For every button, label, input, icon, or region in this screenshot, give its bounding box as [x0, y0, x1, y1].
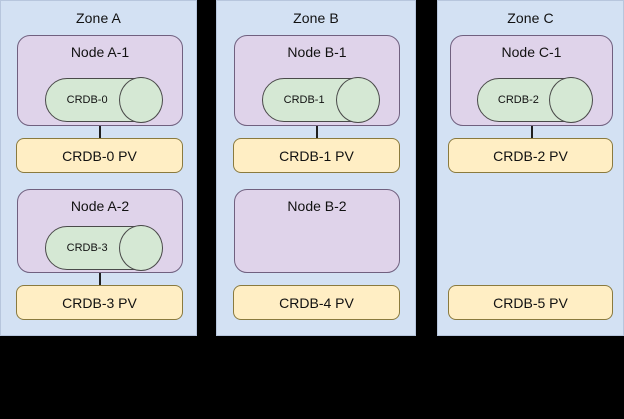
crdb-pod-crdb-1[interactable]: CRDB-1 — [262, 77, 380, 123]
zone-panel-a: Zone A Node A-1 CRDB-0 CRDB-0 PV Node A-… — [0, 0, 197, 336]
pv-box-crdb-5[interactable]: CRDB-5 PV — [448, 285, 613, 320]
node-box-b-1[interactable]: Node B-1 CRDB-1 — [234, 35, 400, 126]
connector-a-1-to-pv — [99, 126, 101, 138]
pv-box-crdb-0[interactable]: CRDB-0 PV — [16, 138, 183, 173]
node-box-c-1[interactable]: Node C-1 CRDB-2 — [450, 35, 613, 126]
node-label-b-2: Node B-2 — [287, 198, 347, 214]
connector-b-1-to-pv — [316, 126, 318, 138]
node-box-b-2[interactable]: Node B-2 — [234, 189, 400, 273]
zone-panel-c: Zone C Node C-1 CRDB-2 CRDB-2 PV CRDB-5 … — [437, 0, 624, 336]
crdb-pod-label: CRDB-1 — [283, 94, 325, 106]
crdb-pod-label: CRDB-2 — [497, 94, 539, 106]
connector-c-1-to-pv — [531, 126, 533, 138]
node-label-a-1: Node A-1 — [70, 44, 130, 60]
cylinder-cap — [119, 225, 163, 271]
node-label-b-1: Node B-1 — [287, 44, 347, 60]
crdb-pod-label: CRDB-3 — [66, 242, 108, 254]
pv-box-crdb-4[interactable]: CRDB-4 PV — [233, 285, 400, 320]
crdb-pod-crdb-2[interactable]: CRDB-2 — [477, 77, 593, 123]
cylinder-cap — [336, 77, 380, 123]
zone-title-c: Zone C — [507, 10, 554, 26]
crdb-pod-label: CRDB-0 — [66, 94, 108, 106]
node-box-a-1[interactable]: Node A-1 CRDB-0 — [17, 35, 183, 126]
cylinder-cap — [549, 77, 593, 123]
pv-box-crdb-1[interactable]: CRDB-1 PV — [233, 138, 400, 173]
node-box-a-2[interactable]: Node A-2 CRDB-3 — [17, 189, 183, 273]
connector-a-2-to-pv — [99, 273, 101, 285]
node-label-a-2: Node A-2 — [70, 198, 130, 214]
zone-title-a: Zone A — [76, 10, 121, 26]
crdb-pod-crdb-3[interactable]: CRDB-3 — [45, 225, 163, 271]
pv-box-crdb-2[interactable]: CRDB-2 PV — [448, 138, 613, 173]
pv-box-crdb-3[interactable]: CRDB-3 PV — [16, 285, 183, 320]
zone-panel-b: Zone B Node B-1 CRDB-1 CRDB-1 PV Node B-… — [216, 0, 416, 336]
crdb-pod-crdb-0[interactable]: CRDB-0 — [45, 77, 163, 123]
node-label-c-1: Node C-1 — [501, 44, 562, 60]
cylinder-cap — [119, 77, 163, 123]
zone-title-b: Zone B — [293, 10, 339, 26]
